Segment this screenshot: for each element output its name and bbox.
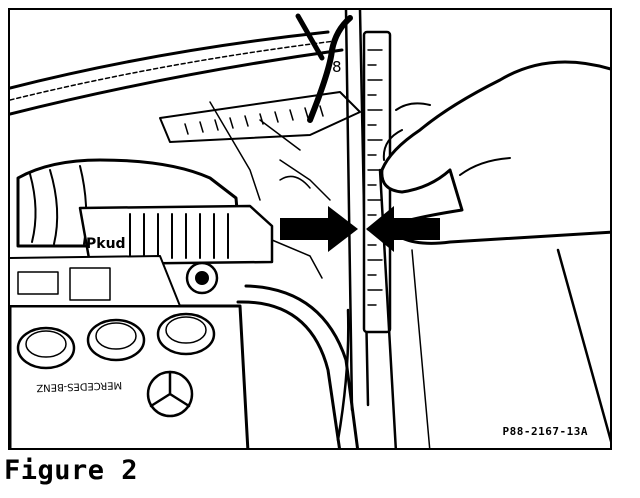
battery-label: MERCEDES-BENZ <box>36 379 122 393</box>
lower-hose <box>236 284 359 448</box>
star-logo-icon <box>146 370 194 418</box>
figure-illustration: 8 <box>8 8 612 450</box>
battery-cap-1 <box>16 326 76 370</box>
engine-bay-detail <box>209 101 331 279</box>
hand <box>380 60 610 245</box>
hood-edge <box>10 30 344 116</box>
placard-text: Pkud <box>86 236 126 252</box>
radiator-grille <box>159 91 361 143</box>
tube-bend <box>307 15 353 123</box>
fender-edge <box>378 168 610 448</box>
arrow-right <box>280 206 358 252</box>
callout-leader <box>295 13 325 61</box>
battery-cap-3 <box>156 312 216 356</box>
filler-cap <box>185 261 219 295</box>
callout-mark: 8 <box>332 58 342 76</box>
drawing-code: P88-2167-13A <box>502 425 588 438</box>
figure-caption: Figure 2 <box>4 455 139 486</box>
valve-cover <box>78 204 274 266</box>
battery-cap-2 <box>86 318 146 362</box>
